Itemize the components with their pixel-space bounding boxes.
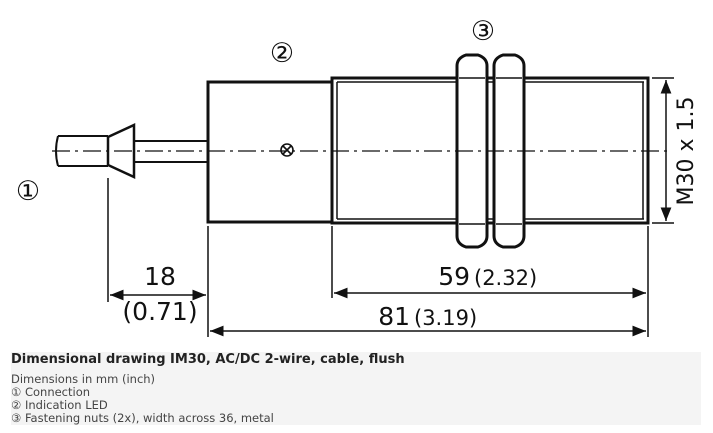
dim-81-in: (3.19) [414, 306, 477, 330]
caption-item-nuts: ③ Fastening nuts (2x), width across 36, … [11, 411, 274, 425]
callout-indication-led: ② [270, 38, 294, 69]
led-indicator-icon [280, 143, 294, 157]
caption-units: Dimensions in mm (inch) [11, 372, 156, 386]
callout-connection: ① [16, 176, 40, 207]
dim-18-mm: 18 [144, 262, 176, 291]
sensor-housing-rear [206, 80, 334, 224]
dim-59-mm: 59 [438, 262, 470, 291]
thread-label: M30 x 1.5 [674, 97, 699, 206]
caption-item-connection: ① Connection [11, 385, 91, 399]
caption-panel: Dimensional drawing IM30, AC/DC 2-wire, … [11, 352, 701, 425]
connector-tube [134, 140, 208, 163]
caption-item-led: ② Indication LED [11, 398, 108, 412]
callout-fastening-nuts: ③ [471, 16, 495, 47]
dim-81-mm: 81 [378, 302, 410, 331]
caption-title: Dimensional drawing IM30, AC/DC 2-wire, … [11, 352, 405, 367]
dim-18-in: (0.71) [122, 297, 197, 326]
dimensional-drawing: 18 (0.71) 59 (2.32) 81 (3.19) M30 x 1.5 … [16, 16, 699, 337]
extension-lines [107, 77, 674, 337]
dim-59-in: (2.32) [474, 266, 537, 290]
